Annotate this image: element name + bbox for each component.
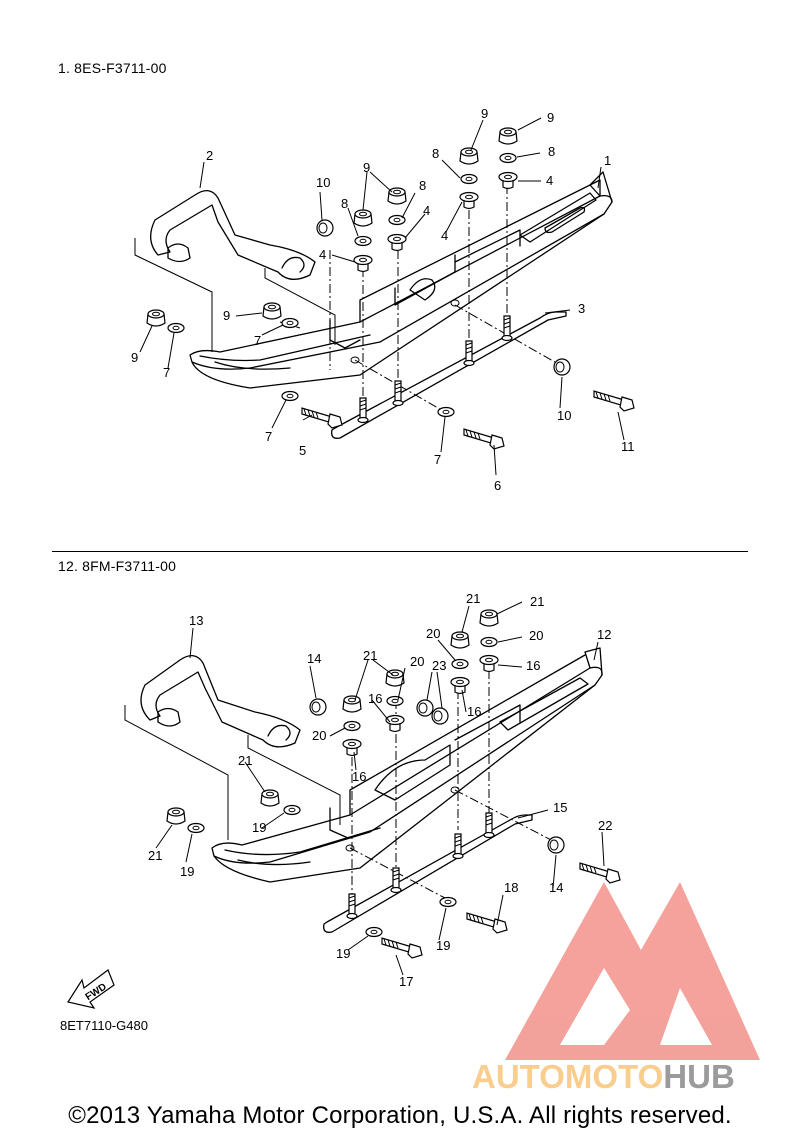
section-1-callout-6: 6 [494, 478, 501, 493]
section-1-callout-1: 1 [604, 153, 611, 168]
section-1-callout-8: 8 [548, 144, 555, 159]
section-2-callout-19: 19 [336, 946, 350, 961]
section-2-callout-20: 20 [410, 654, 424, 669]
section-2-callout-21: 21 [148, 848, 162, 863]
section-1-callout-10: 10 [316, 175, 330, 190]
watermark-brand-auto: AUTOMOTO [472, 1058, 663, 1095]
section-1-callout-7: 7 [254, 333, 261, 348]
section-1-drawing [134, 117, 635, 476]
section-2-callout-15: 15 [553, 800, 567, 815]
section-1-callout-7: 7 [163, 365, 170, 380]
section-2-callout-16: 16 [526, 658, 540, 673]
section-2-callout-20: 20 [426, 626, 440, 641]
section-1-callout-7: 7 [434, 452, 441, 467]
section-1-callout-8: 8 [341, 196, 348, 211]
section-1-callout-2: 2 [206, 148, 213, 163]
section-2-callout-20: 20 [312, 728, 326, 743]
section-1-callout-4: 4 [441, 228, 448, 243]
section-2-callout-22: 22 [598, 818, 612, 833]
section-1-callout-5: 5 [299, 443, 306, 458]
section-2-callout-20: 20 [529, 628, 543, 643]
section-1-callout-10: 10 [557, 408, 571, 423]
section-2-callout-16: 16 [368, 691, 382, 706]
copyright-notice: ©2013 Yamaha Motor Corporation, U.S.A. A… [68, 1102, 732, 1129]
section-divider [52, 551, 748, 552]
section-2-drawing [124, 601, 621, 976]
watermark-logo-icon [505, 882, 760, 1060]
diagram-code: 8ET7110-G480 [60, 1018, 148, 1033]
section-2-callout-18: 18 [504, 880, 518, 895]
section-1-callout-7: 7 [265, 429, 272, 444]
section-2-callout-16: 16 [352, 769, 366, 784]
svg-text:AUTOMOTOHUB: AUTOMOTOHUB [472, 1058, 735, 1095]
section-1-callout-4: 4 [319, 247, 326, 262]
section-2-callout-21: 21 [466, 591, 480, 606]
section-1-callout-4: 4 [423, 203, 430, 218]
section-1-callout-9: 9 [223, 308, 230, 323]
section-2-title: 12. 8FM-F3711-00 [58, 558, 177, 574]
section-2-callout-21: 21 [363, 648, 377, 663]
section-2-callout-17: 17 [399, 974, 413, 989]
section-2-callout-13: 13 [189, 613, 203, 628]
section-2-callout-14: 14 [307, 651, 321, 666]
section-2-callout-21: 21 [238, 753, 252, 768]
section-2-callout-14: 14 [549, 880, 563, 895]
section-1-callout-11: 11 [621, 439, 635, 454]
section-2-callout-12: 12 [597, 627, 611, 642]
section-1-callout-8: 8 [419, 178, 426, 193]
watermark-brand-hub: HUB [663, 1058, 735, 1095]
section-1-callout-9: 9 [131, 350, 138, 365]
section-2-callout-19: 19 [252, 820, 266, 835]
section-2-callout-16: 16 [467, 704, 481, 719]
section-1-callout-9: 9 [547, 110, 554, 125]
section-2-callout-23: 23 [432, 658, 446, 673]
section-2-callout-19: 19 [180, 864, 194, 879]
automotohub-watermark: AUTOMOTOHUB [472, 882, 760, 1095]
section-1-callout-9: 9 [363, 160, 370, 175]
section-1-callout-3: 3 [578, 301, 585, 316]
section-1-callout-8: 8 [432, 146, 439, 161]
section-2-callout-19: 19 [436, 938, 450, 953]
section-2-callout-21: 21 [530, 594, 544, 609]
fwd-arrow-icon: FWD [67, 969, 115, 1009]
section-1-callout-9: 9 [481, 106, 488, 121]
section-1-callout-4: 4 [546, 173, 553, 188]
section-1-title: 1. 8ES-F3711-00 [58, 60, 167, 76]
